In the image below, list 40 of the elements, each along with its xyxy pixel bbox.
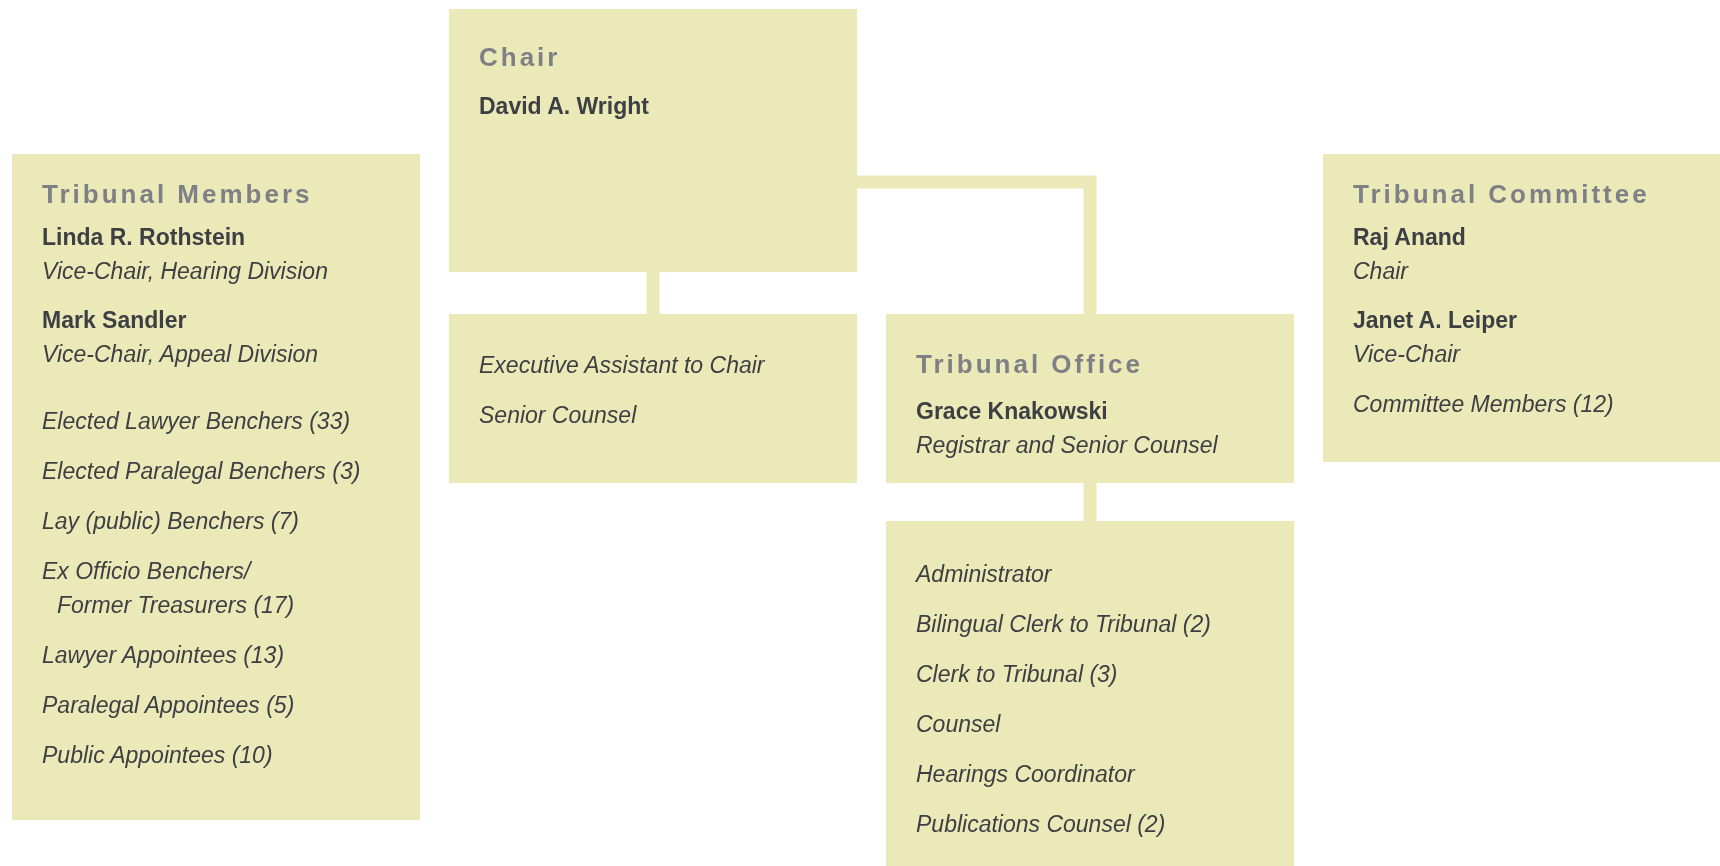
person-name: Mark Sandler — [42, 306, 187, 335]
org-box — [886, 314, 1294, 483]
role-text: Senior Counsel — [479, 401, 637, 430]
person-name: Grace Knakowski — [916, 397, 1108, 426]
role-text: Counsel — [916, 710, 1001, 739]
role-text: Elected Paralegal Benchers (3) — [42, 457, 361, 486]
connector-line — [646, 272, 660, 314]
org-box — [886, 521, 1294, 866]
connector-line — [857, 175, 1097, 314]
role-text: Publications Counsel (2) — [916, 810, 1166, 839]
role-text: Public Appointees (10) — [42, 741, 273, 770]
heading: Chair — [479, 41, 561, 74]
heading: Tribunal Office — [916, 348, 1144, 381]
role-text: Clerk to Tribunal (3) — [916, 660, 1118, 689]
org-box — [449, 314, 857, 483]
role-text: Bilingual Clerk to Tribunal (2) — [916, 610, 1211, 639]
role-text: Paralegal Appointees (5) — [42, 691, 295, 720]
heading: Tribunal Committee — [1353, 178, 1650, 211]
person-name: Raj Anand — [1353, 223, 1466, 252]
person-name: David A. Wright — [479, 92, 649, 121]
role-text: Vice-Chair — [1353, 340, 1460, 369]
role-text: Lay (public) Benchers (7) — [42, 507, 299, 536]
role-text: Lawyer Appointees (13) — [42, 641, 285, 670]
role-text: Committee Members (12) — [1353, 390, 1614, 419]
role-text: Ex Officio Benchers/ Former Treasurers (17) — [42, 557, 296, 620]
org-box — [449, 9, 857, 272]
connector-line — [1083, 483, 1097, 521]
role-text: Vice-Chair, Appeal Division — [42, 340, 319, 369]
person-name: Janet A. Leiper — [1353, 306, 1518, 335]
org-box — [12, 154, 420, 820]
role-text: Executive Assistant to Chair — [479, 351, 765, 380]
org-box — [1323, 154, 1720, 462]
role-text: Elected Lawyer Benchers (33) — [42, 407, 351, 436]
role-text: Administrator — [916, 560, 1052, 589]
role-text: Chair — [1353, 257, 1408, 286]
role-text: Vice-Chair, Hearing Division — [42, 257, 328, 286]
person-name: Linda R. Rothstein — [42, 223, 246, 252]
role-text: Hearings Coordinator — [916, 760, 1135, 789]
role-text: Registrar and Senior Counsel — [916, 431, 1218, 460]
heading: Tribunal Members — [42, 178, 313, 211]
